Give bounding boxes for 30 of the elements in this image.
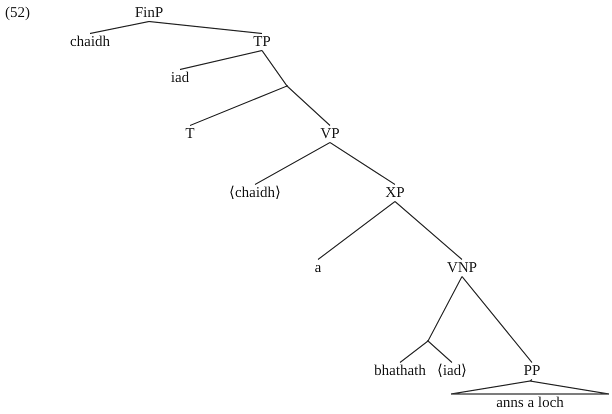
tree-branch xyxy=(254,142,330,186)
tree-branch xyxy=(428,340,452,363)
tree-node-label: bhathath xyxy=(374,364,426,378)
tree-branch xyxy=(286,86,330,126)
tree-node-label: VP xyxy=(320,126,340,142)
tree-branch xyxy=(530,379,532,382)
tree-branch xyxy=(394,201,462,260)
tree-branch xyxy=(427,276,463,342)
tree-node-label: iad xyxy=(170,70,190,86)
tree-branch xyxy=(330,142,396,185)
example-number: (52) xyxy=(5,6,30,21)
tree-branch xyxy=(318,201,396,260)
tree-branch xyxy=(400,340,428,363)
tree-branch xyxy=(180,50,262,70)
tree-node-label: chaidh xyxy=(70,34,110,50)
tree-node-label: VNP xyxy=(446,260,477,276)
tree-branch xyxy=(190,85,288,126)
tree-node-label: T xyxy=(185,126,195,142)
tree-node-label: anns a loch xyxy=(495,396,565,411)
tree-node-label: PP xyxy=(524,364,540,378)
tree-branch xyxy=(262,50,288,86)
tree-node-label: TP xyxy=(253,34,271,50)
tree-node-label: FinP xyxy=(134,6,164,20)
tree-branch xyxy=(462,276,532,363)
tree-node-label: XP xyxy=(385,186,405,200)
tree-branch xyxy=(148,20,262,34)
tree-node-label: a xyxy=(314,260,322,276)
tree-node-label: ⟨chaidh⟩ xyxy=(229,186,281,200)
tree-branch xyxy=(90,20,150,34)
tree-node-label: ⟨iad⟩ xyxy=(436,364,468,378)
